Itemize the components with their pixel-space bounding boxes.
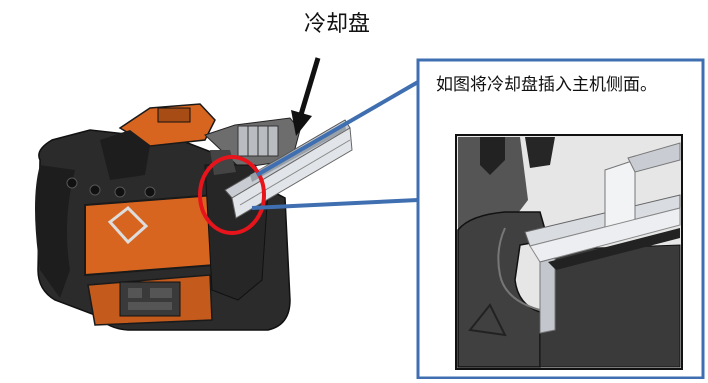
fusion-splicer-device (35, 103, 301, 331)
arrow-down-icon (291, 57, 321, 136)
highlight-circle-icon (198, 155, 266, 235)
zoomed-detail-image (455, 134, 683, 370)
cooling-tray-label: 冷却盘 (303, 12, 370, 37)
callout-instruction-text: 如图将冷却盘插入主机侧面。 (436, 75, 657, 95)
callout-leader (251, 80, 420, 210)
